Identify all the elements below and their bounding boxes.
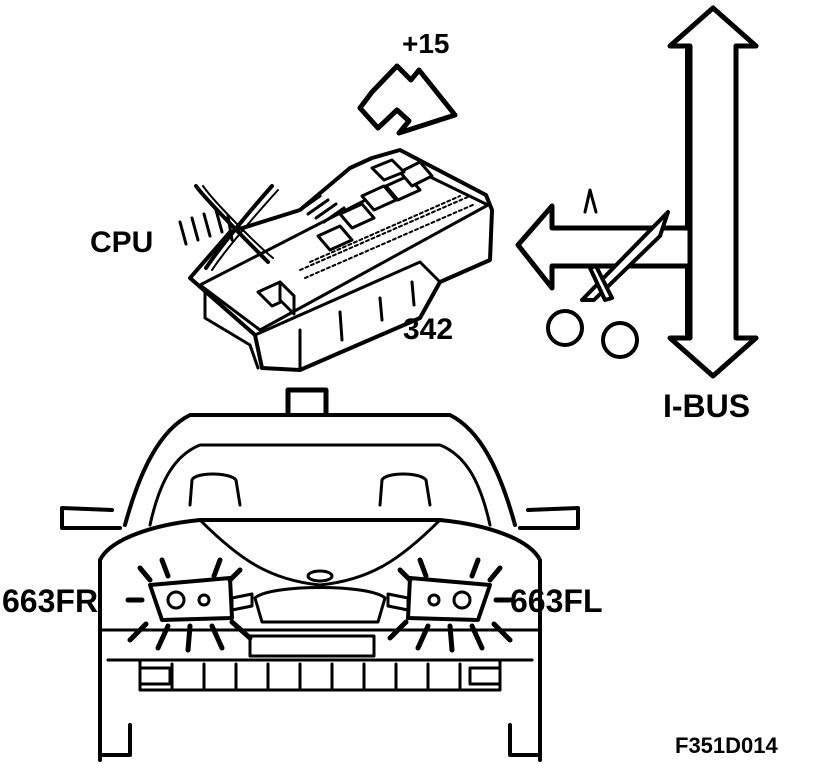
label-module-342: 342 [403, 313, 454, 346]
label-cpu: CPU [90, 226, 154, 259]
label-plus15: +15 [402, 28, 450, 59]
label-ibus: I-BUS [663, 388, 751, 424]
scissors-icon [546, 210, 670, 359]
figure-id: F351D014 [675, 733, 778, 758]
label-headlamp-fl: 663FL [510, 583, 603, 619]
lamp-rays-fl [387, 557, 513, 653]
car-front [60, 413, 580, 762]
supply-arrow-icon [357, 63, 458, 136]
arrow-left-icon [515, 188, 693, 291]
double-arrow-icon [667, 5, 759, 379]
module-342 [178, 148, 494, 372]
cross-icon [194, 184, 279, 271]
label-headlamp-fr: 663FR [2, 583, 99, 619]
lamp-rays-fr [125, 557, 253, 653]
